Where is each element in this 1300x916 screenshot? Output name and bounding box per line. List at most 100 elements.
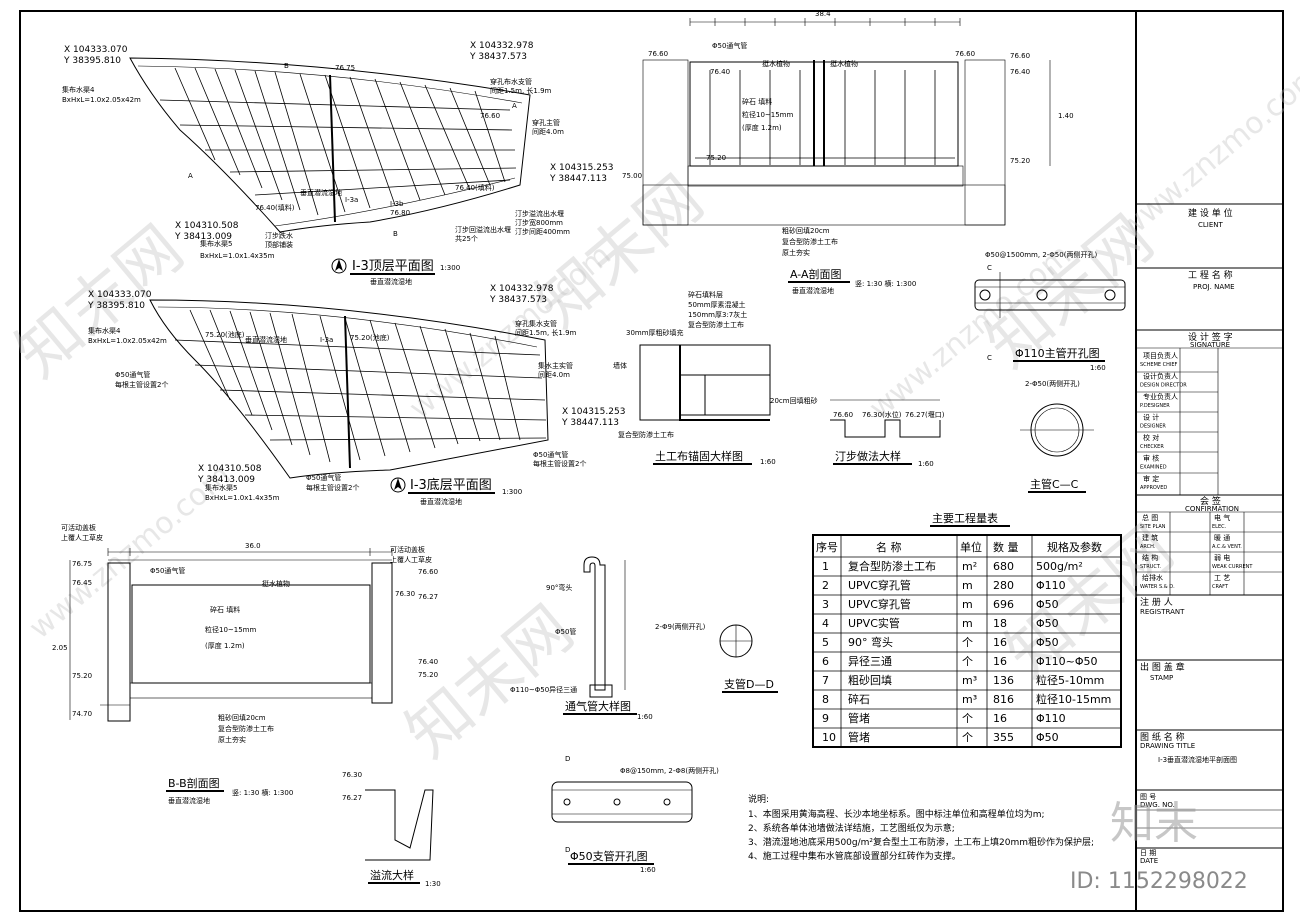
plan-bottom-subtitle: 垂直潜流湿地 [420,497,462,506]
section-label: 75.20 [1010,157,1030,165]
section-label: 碎石 填料 [742,97,772,106]
branch-pipe-section-title: 支管D—D [724,677,774,691]
conf-dept: 暖 通 [1214,533,1230,542]
plan-label: 间距1.5m, 长1.9m [515,328,577,337]
section-label: 76.40 [710,68,730,76]
plan-label: Ⅰ-3b [390,200,404,208]
titleblock-label: 建 设 单 位 [1188,207,1233,219]
titleblock-label: CLIENT [1198,221,1224,229]
titleblock-label: 注 册 人 [1140,596,1173,608]
table-cell: Φ50 [1036,617,1059,630]
table-cell: 粗砂回填 [848,673,892,687]
table-cell: m [962,598,973,611]
coord-label: Y 38437.573 [489,295,547,305]
sig-role-en: P.DESIGNER [1140,403,1170,409]
section-aa: 38.4 1.40 Φ50通气管 挺水植物 挺水植物 碎石 填料 粒径10~15… [622,10,1074,295]
table-cell: 355 [993,731,1014,744]
dim-label: 2.05 [52,644,68,652]
plan-label: BxHxL=1.0x1.4x35m [200,252,275,260]
plan-top-scale: 1:300 [440,264,460,272]
table-cell: 异径三通 [848,655,892,668]
section-label: 粒径10~15mm [205,625,256,634]
section-mark: B [393,230,398,238]
plan-label: 集布水渠4 [88,326,121,335]
detail-label: 30mm厚粗砂填充 [626,328,684,337]
pipe-label: D [565,755,570,763]
table-cell: 复合型防渗土工布 [848,559,936,573]
section-label: 上覆人工草皮 [61,533,103,542]
coord-label: Y 38413.009 [197,475,255,485]
table-cell: 500g/m² [1036,560,1083,573]
plan-label: 75.20(池底) [350,333,390,342]
plan-label: BxHxL=1.0x1.4x35m [205,494,280,502]
brand-logo: 知末 [1110,798,1198,849]
plan-top-outline [129,57,531,233]
section-label: Φ50通气管 [712,41,747,50]
plan-label: 76.60 [480,112,500,120]
table-cell: 816 [993,693,1014,706]
table-cell: m [962,617,973,630]
section-bb-scale: 竖: 1:30 横: 1:300 [232,788,293,797]
titleblock-label: DATE [1140,857,1158,865]
section-label: 挺水植物 [830,59,858,68]
section-mark: A [512,102,517,110]
detail-overflow: 76.30 76.27 溢流大样 1:30 [342,771,441,888]
section-label: 76.60 [1010,52,1030,60]
plan-label: 穿孔集水支管 [515,319,557,328]
titleblock-label: 出 图 盖 章 [1140,661,1185,673]
branch-pipe-title: Φ50支管开孔图 [570,849,648,863]
section-aa-scale: 竖: 1:30 横: 1:300 [855,279,916,288]
table-cell: 696 [993,598,1014,611]
section-label: 可活动盖板 [61,523,96,532]
titleblock-label: 工 程 名 称 [1188,269,1233,281]
watermark-text: 知末网 [393,592,588,772]
coord-label: Y 38395.810 [87,301,145,311]
section-label: 上覆人工草皮 [390,555,432,564]
table-cell: 16 [993,636,1007,649]
section-label: 碎石 填料 [210,605,240,614]
detail-label: 76.30 [342,771,362,779]
table-cell: 3 [822,598,829,611]
detail-label: 76.60 [833,411,853,419]
detail-label: Φ110~Φ50异径三通 [510,685,577,694]
detail-label: 墙体 [613,361,627,370]
conf-dept-en: ELEC. [1212,524,1227,530]
table-cell: 管堵 [848,730,870,744]
sig-role: 校 对 [1143,433,1159,442]
drawing-name: Ⅰ-3垂直潜流湿地平剖面图 [1158,755,1237,764]
plan-label: 集水主实管 [538,361,573,370]
section-mark: A [188,172,193,180]
table-cell: 个 [962,731,973,744]
section-label: 75.20 [72,672,92,680]
plan-label: 穿孔布水支管 [490,77,532,86]
detail-vent-title: 通气管大样图 [565,699,631,713]
plan-label: Φ50通气管 [306,473,341,482]
table-cell: 5 [822,636,829,649]
plan-label: 垂直潜流湿地 [245,335,287,344]
detail-label: 76.30(水位) [862,410,902,419]
branch-pipe: D Φ8@150mm, 2-Φ8(两侧开孔) D Φ50支管开孔图 1:60 [551,755,719,874]
section-label: 76.60 [418,568,438,576]
conf-dept-en: STRUCT. [1140,564,1161,570]
section-label: 粗砂回填20cm [782,226,830,235]
plan-label: 垂直潜流湿地 [300,188,342,197]
coord-label: X 104315.253 [562,407,625,417]
sig-role: 专业负责人 [1143,392,1178,401]
titleblock-label: 图 纸 名 称 [1140,731,1185,743]
coord-label: X 104310.508 [175,221,239,231]
plan-label: 集布水渠5 [205,483,237,492]
table-cell: 7 [822,674,829,687]
section-label: (厚度 1.2m) [205,641,245,650]
detail-overflow-title: 溢流大样 [370,868,414,882]
detail-step-scale: 1:60 [918,460,934,468]
main-pipe-title: Φ110主管开孔图 [1015,346,1100,360]
table-cell: 16 [993,655,1007,668]
plan-label: 间距4.0m [532,128,564,136]
section-aa-subtitle: 垂直潜流湿地 [792,286,834,295]
detail-vent: 90°弯头 Φ50管 Φ110~Φ50异径三通 通气管大样图 1:60 [510,556,653,721]
table-header: 名 称 [876,540,902,554]
coord-label: X 104333.070 [88,290,152,300]
pipe-label: D [565,846,570,854]
coord-label: Y 38447.113 [561,418,619,428]
detail-label: 50mm厚素混凝土 [688,300,746,309]
